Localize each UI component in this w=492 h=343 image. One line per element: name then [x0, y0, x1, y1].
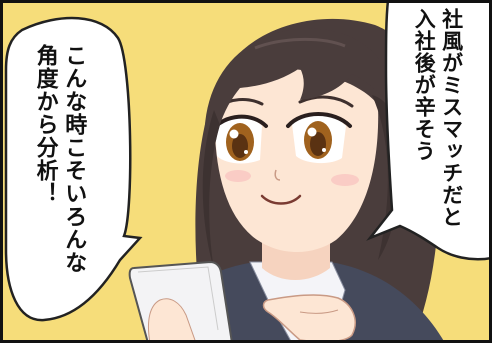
left-speech-text: こんな時こそいろんな 角度から分析！: [30, 44, 87, 274]
right-speech-text: 社風がミスマッチだと 入社後が辛そう: [410, 8, 465, 228]
right-speech-bubble-shape: [366, 0, 492, 261]
hand-left: [147, 298, 197, 343]
eye-right: [286, 112, 352, 164]
left-speech-bubble-shape: [4, 16, 143, 322]
left-speech-line-2: 角度から分析！: [32, 44, 58, 205]
left-speech-line-1: こんな時こそいろんな: [61, 44, 87, 274]
face: [214, 68, 379, 252]
blush-right: [331, 174, 359, 186]
blush-left: [225, 170, 251, 182]
eyebrow-right: [298, 95, 354, 108]
nose: [274, 169, 281, 181]
mouth: [260, 194, 302, 205]
right-speech-line-2: 入社後が辛そう: [412, 8, 437, 162]
hair-highlight: [254, 38, 346, 50]
eye-left: [210, 114, 268, 164]
bangs: [204, 28, 400, 150]
side-hair-left: [202, 110, 220, 270]
finger-line: [299, 309, 339, 314]
right-speech-line-1: 社風がミスマッチだと: [439, 8, 464, 228]
